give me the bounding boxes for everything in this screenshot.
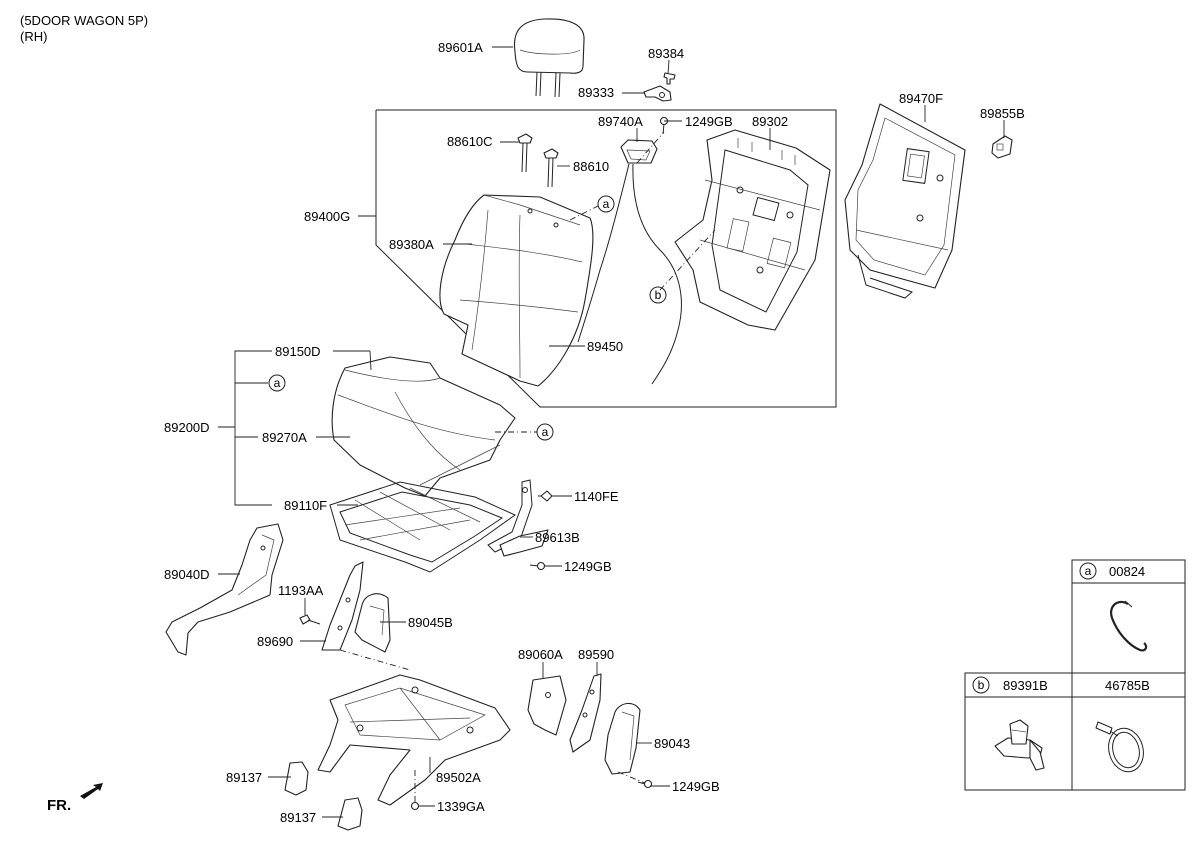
label-89590[interactable]: 89590 — [578, 647, 614, 662]
part-labels: 89601A 89384 89333 89470F 89855B 89740A … — [164, 40, 1025, 825]
label-89450[interactable]: 89450 — [587, 339, 623, 354]
clip-89855b-part[interactable] — [991, 135, 1013, 159]
guide-88610c-part[interactable] — [517, 133, 533, 173]
label-1249gb-bot[interactable]: 1249GB — [672, 779, 720, 794]
seat-cushion-part[interactable] — [331, 356, 516, 497]
label-89333[interactable]: 89333 — [578, 85, 614, 100]
seatback-rear-panel-part[interactable] — [844, 103, 966, 299]
label-89137-b[interactable]: 89137 — [280, 810, 316, 825]
legend-b-part2[interactable]: 46785B — [1105, 678, 1150, 693]
label-88610[interactable]: 88610 — [573, 159, 609, 174]
cover-89137-a-part[interactable] — [284, 761, 309, 796]
label-89380a[interactable]: 89380A — [389, 237, 434, 252]
bolt-1140fe-part[interactable] — [538, 490, 553, 502]
cover-89043-part[interactable] — [604, 702, 641, 775]
seat-track-part[interactable] — [317, 674, 511, 806]
bracket-89060a-part[interactable] — [527, 675, 567, 736]
cover-89137-b-part[interactable] — [337, 797, 363, 831]
legend-a-circle: a — [1079, 562, 1097, 580]
label-89110f[interactable]: 89110F — [284, 498, 327, 513]
headrest-part[interactable] — [513, 18, 585, 98]
release-cable — [577, 163, 630, 343]
hook-clip-icon — [1110, 600, 1148, 652]
nut-1339ga-part[interactable] — [410, 801, 420, 811]
side-cover-89040d-part[interactable] — [165, 523, 284, 656]
latch-89333-part[interactable] — [643, 85, 672, 102]
legend-b-part1[interactable]: 89391B — [1003, 678, 1048, 693]
pin-89384-part[interactable] — [663, 72, 676, 85]
cable-clip-icon — [994, 719, 1045, 771]
label-89200d[interactable]: 89200D — [164, 420, 210, 435]
svg-text:a: a — [603, 197, 610, 211]
cushion-frame-part[interactable] — [329, 479, 533, 573]
leader-lines — [218, 46, 1005, 818]
label-89740a[interactable]: 89740A — [598, 114, 643, 129]
svg-text:b: b — [655, 288, 662, 302]
label-1249gb-top[interactable]: 1249GB — [685, 114, 733, 129]
label-89137-a[interactable]: 89137 — [226, 770, 262, 785]
legend-b-circle: b — [972, 676, 990, 694]
label-89043[interactable]: 89043 — [654, 736, 690, 751]
bracket-89613b-part[interactable] — [499, 529, 549, 557]
side-title: (RH) — [20, 29, 48, 44]
cable-tie-icon — [1095, 721, 1144, 773]
label-1193aa[interactable]: 1193AA — [278, 583, 324, 598]
bracket-89690-part[interactable] — [321, 561, 364, 651]
label-89400g[interactable]: 89400G — [304, 209, 350, 224]
release-housing-part[interactable] — [620, 139, 658, 164]
seatback-group-box — [375, 109, 837, 408]
seatback-cover-part[interactable] — [439, 194, 594, 387]
front-label: FR. — [47, 797, 71, 814]
label-1249gb-mid[interactable]: 1249GB — [564, 559, 612, 574]
legend-table: a 00824 b 89391B 46785B — [964, 559, 1186, 791]
svg-text:a: a — [274, 376, 281, 390]
svg-text:a: a — [542, 425, 549, 439]
callout-a-seatback: a — [597, 195, 615, 213]
label-88610c[interactable]: 88610C — [447, 134, 493, 149]
label-89302[interactable]: 89302 — [752, 114, 788, 129]
svg-text:a: a — [1085, 564, 1092, 578]
label-89502a[interactable]: 89502A — [436, 770, 481, 785]
bolt-1249gb-top-part[interactable] — [659, 116, 669, 135]
plate-89590-part[interactable] — [569, 673, 602, 753]
bolt-1249gb-mid-part[interactable] — [529, 561, 546, 571]
cover-89045b-part[interactable] — [354, 593, 391, 653]
label-89384[interactable]: 89384 — [648, 46, 684, 61]
label-89855b[interactable]: 89855B — [980, 106, 1025, 121]
label-89690[interactable]: 89690 — [257, 634, 293, 649]
label-1140fe[interactable]: 1140FE — [574, 489, 619, 504]
label-89150d[interactable]: 89150D — [275, 344, 321, 359]
label-89601a[interactable]: 89601A — [438, 40, 483, 55]
label-89270a[interactable]: 89270A — [262, 430, 307, 445]
model-title: (5DOOR WAGON 5P) — [20, 13, 149, 28]
front-arrow-icon — [80, 783, 103, 799]
label-89040d[interactable]: 89040D — [164, 567, 210, 582]
label-89470f[interactable]: 89470F — [899, 91, 943, 106]
seatback-frame-part[interactable] — [674, 129, 831, 331]
callout-a-cushion: a — [268, 374, 286, 392]
screw-1193aa-part[interactable] — [299, 614, 321, 625]
legend-a-part[interactable]: 00824 — [1109, 564, 1145, 579]
callout-a-side: a — [536, 423, 554, 441]
label-1339ga[interactable]: 1339GA — [437, 799, 485, 814]
label-89060a[interactable]: 89060A — [518, 647, 563, 662]
svg-text:b: b — [978, 678, 985, 692]
callout-b-frame: b — [649, 286, 667, 304]
label-89045b[interactable]: 89045B — [408, 615, 453, 630]
label-89613b[interactable]: 89613B — [535, 530, 580, 545]
bolt-1249gb-bot-part[interactable] — [637, 779, 653, 789]
guide-88610-part[interactable] — [543, 148, 559, 188]
